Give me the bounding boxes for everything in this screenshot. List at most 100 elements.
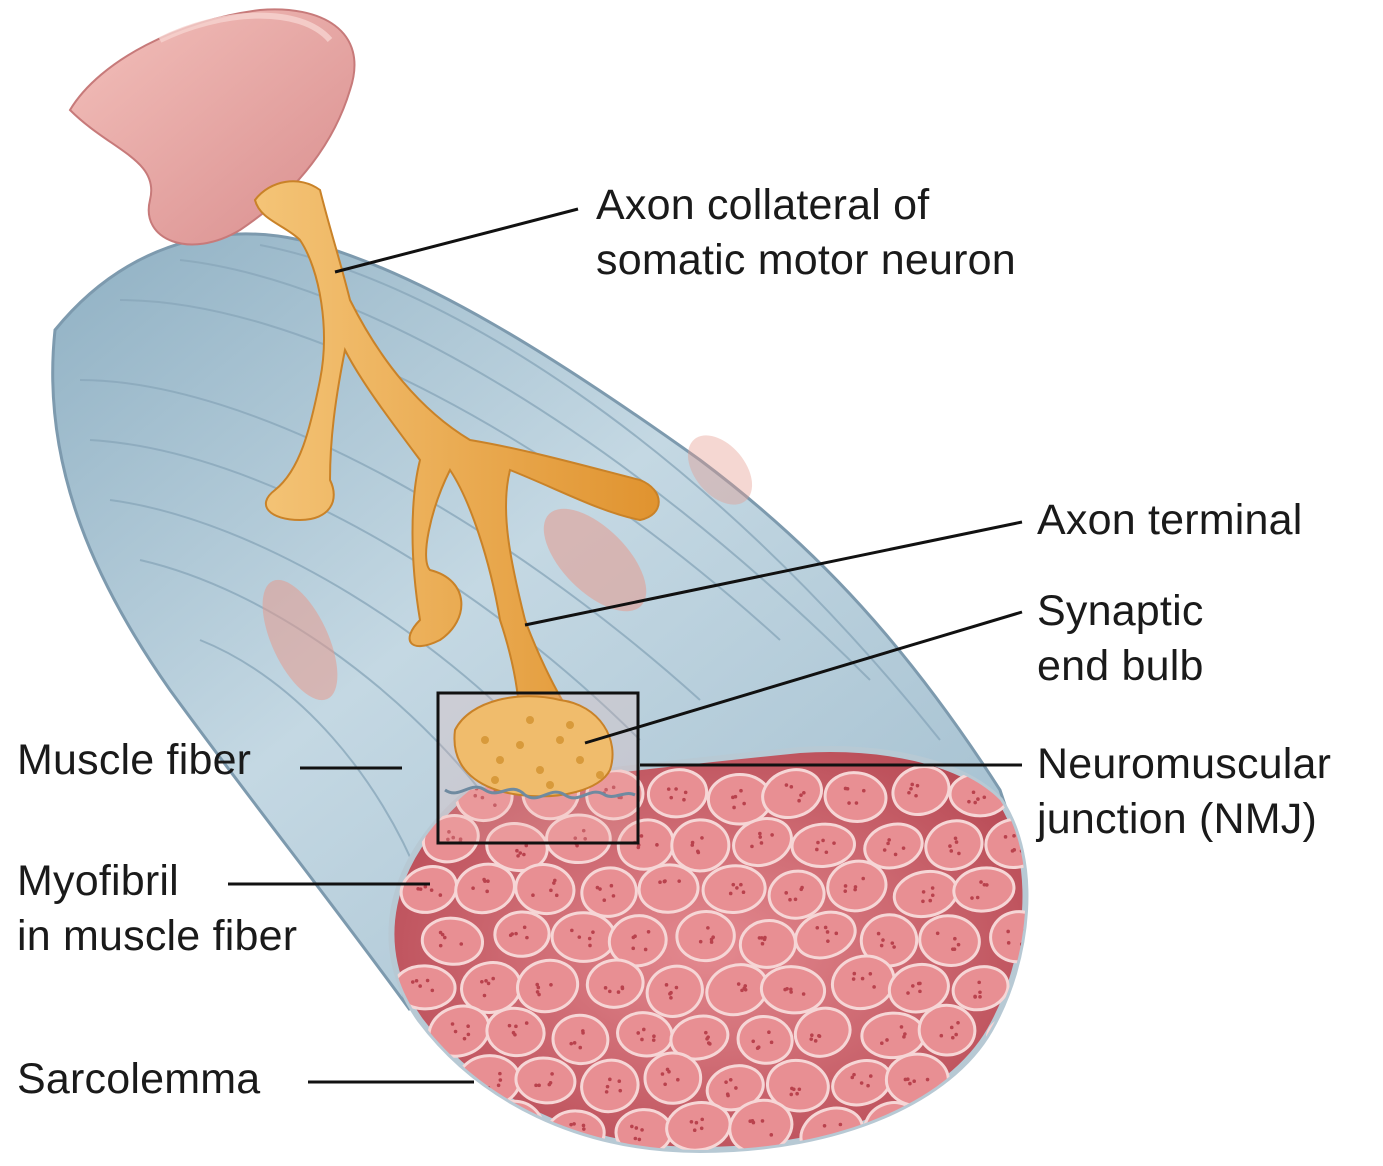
myofibril-dot [926,1078,930,1082]
myofibril-dot [900,1025,904,1029]
myofibril-dot [640,834,644,838]
myofibril-dot [724,1080,728,1084]
myofibril-dot [809,1037,813,1041]
myofibril-dot [516,1127,520,1131]
myofibril-dot [663,880,667,884]
myofibril-dot [667,787,671,791]
myofibril-dot [880,944,884,948]
label-axon-collateral-line1: Axon collateral of [596,178,1016,233]
label-synaptic-end-bulb-line1: Synaptic [1037,584,1204,639]
myofibril-dot [484,979,488,983]
myofibril-dot [690,1120,694,1124]
myofibril-dot [883,1134,887,1138]
myofibril-dot [684,791,688,795]
myofibril-dot [699,940,703,944]
myofibril-dot [1012,848,1016,852]
myofibril-dot [572,1122,576,1126]
myofibril-dot [953,937,957,941]
myofibril-dot [742,890,746,894]
myofibril-dot [760,841,764,845]
myofibril-dot [922,890,926,894]
myofibril-dot [547,1083,551,1087]
myofibril-dot [825,850,829,854]
myofibril-dot [513,1033,517,1037]
myofibril-dot [954,1033,958,1037]
myofibril-dot [700,836,704,840]
myofibril-dot [826,939,830,943]
myofibril-dot [518,1134,522,1138]
myofibril-dot [514,1133,518,1137]
myofibril-dot [675,986,679,990]
myofibril-dot [740,989,744,993]
myofibril-dot [499,1078,503,1082]
myofibril-dot [891,941,895,945]
myofibril-dot [883,848,887,852]
myofibril-dot [661,1072,665,1076]
myofibril-dot [983,1088,987,1092]
myofibril-dot [515,849,519,853]
myofibril-dot [525,936,529,940]
myofibril-dot [536,990,540,994]
myofibril-dot [799,793,803,797]
myofibril-dot [990,1084,994,1088]
myofibril-dot [487,982,491,986]
myofibril-dot [676,1078,680,1082]
myofibril-dot [573,1041,577,1045]
myofibril-dot [885,1038,889,1042]
myofibril-dot [789,1093,793,1097]
myofibril-dot [761,942,765,946]
myofibril-dot [735,886,739,890]
myofibril-dot [902,1035,906,1039]
myofibril-dot [605,1090,609,1094]
myofibril-dot [1023,1035,1027,1039]
myofibril-dot [731,883,735,887]
myofibril-dot [739,789,743,793]
myofibril-dot [632,936,636,940]
myofibril-dot [790,785,794,789]
myofibril-dot [606,1085,610,1089]
myofibril-dot [770,1041,774,1045]
myofibril-dot [940,1135,944,1139]
myofibril-dot [582,1127,586,1131]
myofibril-dot [950,1124,954,1128]
myofibril-dot [710,938,714,942]
myofibril-dot [894,853,898,857]
myofibril-dot [550,1072,554,1076]
myofibril-dot [630,1125,634,1129]
myofibril-dot [954,837,958,841]
myofibril-dot [693,1128,697,1132]
myofibril-dot [912,1079,916,1083]
label-sarcolemma-line1: Sarcolemma [17,1052,260,1107]
myofibril-dot [1016,1041,1020,1045]
myofibril-dot [647,930,651,934]
myofibril-dot [866,1084,870,1088]
myofibril-dot [421,1092,425,1096]
myofibril-dot [608,990,612,994]
myofibril-dot [430,1077,434,1081]
myofibril-dot [509,933,513,937]
myofibril-dot [906,1077,910,1081]
myofibril-dot [581,1031,585,1035]
myofibril-dot [695,1121,699,1125]
myofibril-dot [972,790,976,794]
myofibril-dot [637,846,641,850]
myofibril-dot [1015,1036,1019,1040]
myofibril-dot [797,799,801,803]
label-axon-collateral: Axon collateral of somatic motor neuron [596,178,1016,288]
myofibril-dot [1011,1136,1015,1140]
myofibril-dot [498,1072,502,1076]
label-synaptic-end-bulb: Synaptic end bulb [1037,584,1204,694]
myofibril-dot [931,886,935,890]
myofibril-dot [982,795,986,799]
myofibril-dot [448,1137,452,1141]
myofibril-dot [1012,834,1016,838]
myofibril-dot [853,972,857,976]
myofibril [918,1004,976,1056]
myofibril-dot [537,1084,541,1088]
myofibril-dot [578,1046,582,1050]
myofibril-dot [475,1085,479,1089]
myofibril-dot [417,1090,421,1094]
myofibril-dot [936,932,940,936]
myofibril-dot [758,936,762,940]
